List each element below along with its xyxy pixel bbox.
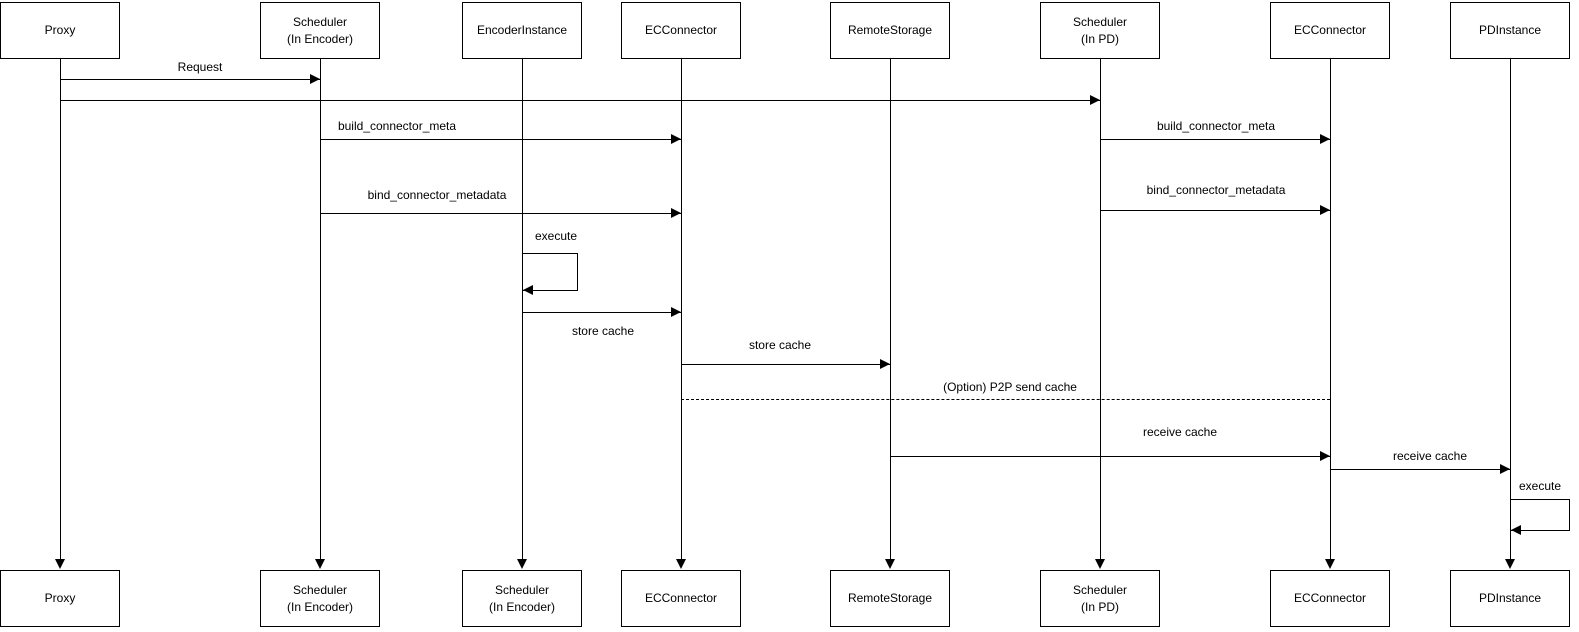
message-line-message-1 bbox=[60, 100, 1100, 101]
lifeline-arrowhead-ec-connector-left bbox=[676, 559, 686, 569]
message-line-request-0 bbox=[60, 79, 320, 80]
message-arrowhead-bind-connector-metadata-4 bbox=[671, 208, 681, 218]
lifeline-proxy bbox=[60, 59, 61, 559]
message-line-build-connector-meta-2 bbox=[320, 139, 681, 140]
message-arrowhead-build-connector-meta-3 bbox=[1320, 134, 1330, 144]
message-line-bind-connector-metadata-4 bbox=[320, 213, 681, 214]
self-loop-label-execute-loop-1: execute bbox=[1516, 479, 1564, 493]
message-arrowhead-build-connector-meta-2 bbox=[671, 134, 681, 144]
message-label-bind-connector-metadata-4: bind_connector_metadata bbox=[365, 188, 509, 202]
self-loop-execute-loop-1 bbox=[1510, 499, 1570, 531]
message-label-receive-cache-9: receive cache bbox=[1140, 425, 1220, 439]
self-loop-arrowhead-execute-loop-0 bbox=[523, 285, 533, 295]
actor-bottom-scheduler-pd: Scheduler (In PD) bbox=[1040, 570, 1160, 627]
message-label-build-connector-meta-2: build_connector_meta bbox=[335, 119, 459, 133]
lifeline-scheduler-pd bbox=[1100, 59, 1101, 559]
message-arrowhead-request-0 bbox=[310, 74, 320, 84]
message-label-request-0: Request bbox=[175, 60, 225, 74]
message-arrowhead-bind-connector-metadata-5 bbox=[1320, 205, 1330, 215]
message-line-store-cache-6 bbox=[522, 312, 681, 313]
message-arrowhead-store-cache-6 bbox=[671, 307, 681, 317]
actor-top-remote-storage: RemoteStorage bbox=[830, 2, 950, 59]
lifeline-arrowhead-scheduler-encoder bbox=[315, 559, 325, 569]
message-line-receive-cache-10 bbox=[1330, 469, 1510, 470]
message-line-build-connector-meta-3 bbox=[1100, 139, 1330, 140]
actor-top-ec-connector-right: ECConnector bbox=[1270, 2, 1390, 59]
message-line-option-p2p-send-cache-8 bbox=[681, 399, 1330, 400]
message-label-option-p2p-send-cache-8: (Option) P2P send cache bbox=[941, 380, 1079, 394]
message-arrowhead-receive-cache-9 bbox=[1320, 451, 1330, 461]
message-label-build-connector-meta-3: build_connector_meta bbox=[1154, 119, 1278, 133]
message-arrowhead-store-cache-7 bbox=[880, 359, 890, 369]
message-line-store-cache-7 bbox=[681, 364, 890, 365]
message-label-store-cache-7: store cache bbox=[746, 338, 814, 352]
actor-top-scheduler-encoder: Scheduler (In Encoder) bbox=[260, 2, 380, 59]
actor-bottom-scheduler-encoder: Scheduler (In Encoder) bbox=[260, 570, 380, 627]
actor-bottom-ec-connector-left: ECConnector bbox=[621, 570, 741, 627]
message-label-store-cache-6: store cache bbox=[569, 324, 637, 338]
actor-bottom-ec-connector-right: ECConnector bbox=[1270, 570, 1390, 627]
actor-top-pd-instance: PDInstance bbox=[1450, 2, 1570, 59]
actor-bottom-pd-instance: PDInstance bbox=[1450, 570, 1570, 627]
actor-bottom-remote-storage: RemoteStorage bbox=[830, 570, 950, 627]
lifeline-ec-connector-right bbox=[1330, 59, 1331, 559]
actor-top-scheduler-pd: Scheduler (In PD) bbox=[1040, 2, 1160, 59]
lifeline-arrowhead-scheduler-pd bbox=[1095, 559, 1105, 569]
self-loop-label-execute-loop-0: execute bbox=[532, 229, 580, 243]
actor-top-proxy: Proxy bbox=[0, 2, 120, 59]
lifeline-scheduler-encoder bbox=[320, 59, 321, 559]
actor-top-ec-connector-left: ECConnector bbox=[621, 2, 741, 59]
lifeline-ec-connector-left bbox=[681, 59, 682, 559]
self-loop-arrowhead-execute-loop-1 bbox=[1511, 525, 1521, 535]
lifeline-pd-instance bbox=[1510, 59, 1511, 559]
lifeline-encoder-instance bbox=[522, 59, 523, 559]
message-label-bind-connector-metadata-5: bind_connector_metadata bbox=[1144, 183, 1288, 197]
message-arrowhead-message-1 bbox=[1090, 95, 1100, 105]
message-label-receive-cache-10: receive cache bbox=[1390, 449, 1470, 463]
self-loop-execute-loop-0 bbox=[522, 253, 578, 291]
lifeline-arrowhead-proxy bbox=[55, 559, 65, 569]
actor-top-encoder-instance: EncoderInstance bbox=[462, 2, 582, 59]
message-line-receive-cache-9 bbox=[890, 456, 1330, 457]
lifeline-arrowhead-encoder-instance bbox=[517, 559, 527, 569]
lifeline-remote-storage bbox=[890, 59, 891, 559]
message-line-bind-connector-metadata-5 bbox=[1100, 210, 1330, 211]
actor-bottom-encoder-instance: Scheduler (In Encoder) bbox=[462, 570, 582, 627]
lifeline-arrowhead-ec-connector-right bbox=[1325, 559, 1335, 569]
lifeline-arrowhead-remote-storage bbox=[885, 559, 895, 569]
actor-bottom-proxy: Proxy bbox=[0, 570, 120, 627]
message-arrowhead-receive-cache-10 bbox=[1500, 464, 1510, 474]
lifeline-arrowhead-pd-instance bbox=[1505, 559, 1515, 569]
